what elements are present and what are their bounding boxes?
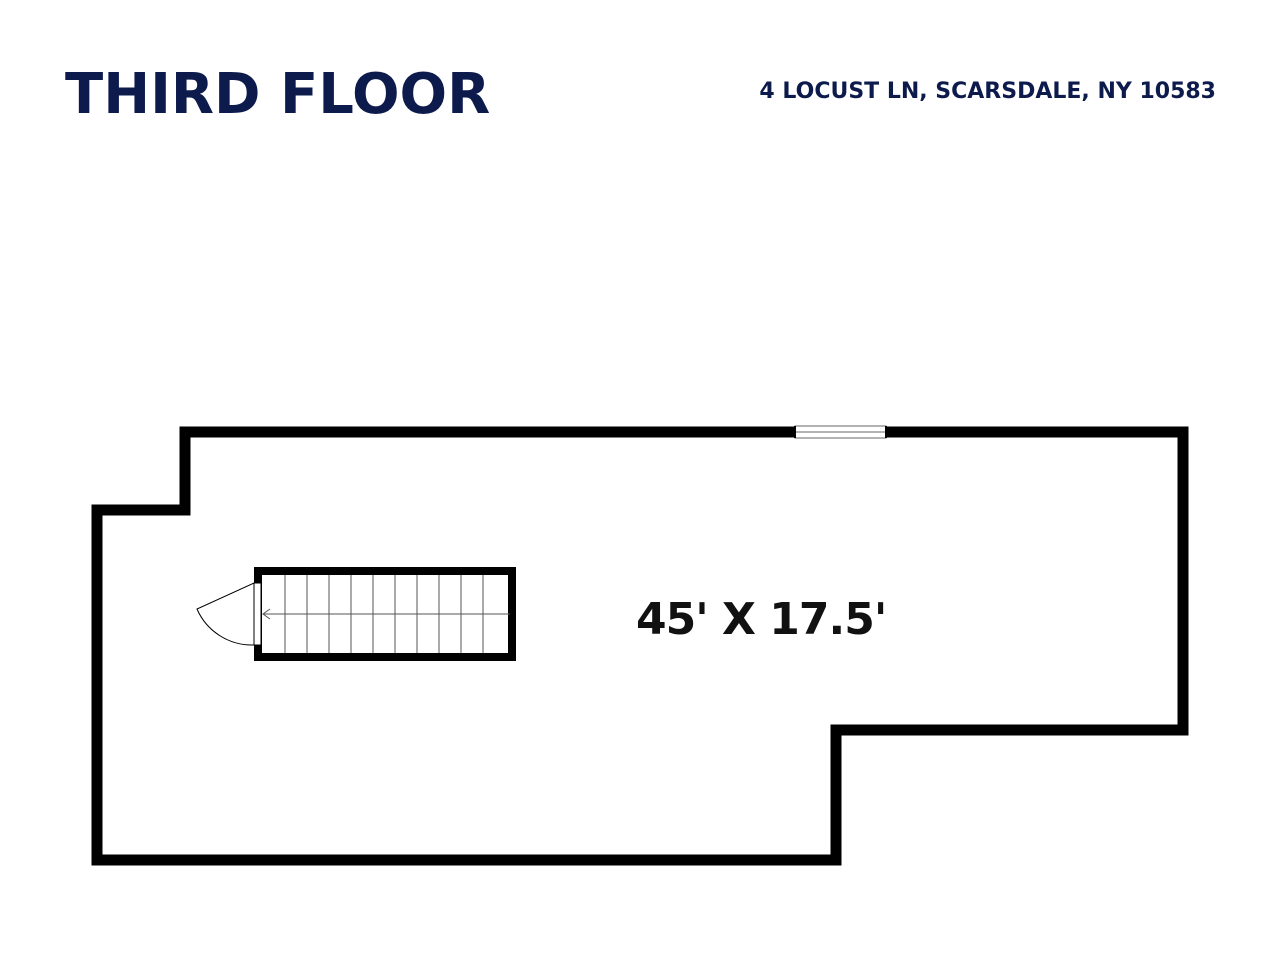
window-icon	[794, 425, 887, 439]
arrow-left-icon	[262, 608, 271, 620]
property-address: 4 LOCUST LN, SCARSDALE, NY 10583	[759, 79, 1216, 104]
page-title: THIRD FLOOR	[65, 62, 491, 127]
door-swing-icon	[196, 582, 262, 646]
stairs-icon	[254, 567, 516, 661]
room-dimensions-label: 45' X 17.5'	[636, 594, 887, 645]
exterior-walls	[91, 426, 1189, 866]
